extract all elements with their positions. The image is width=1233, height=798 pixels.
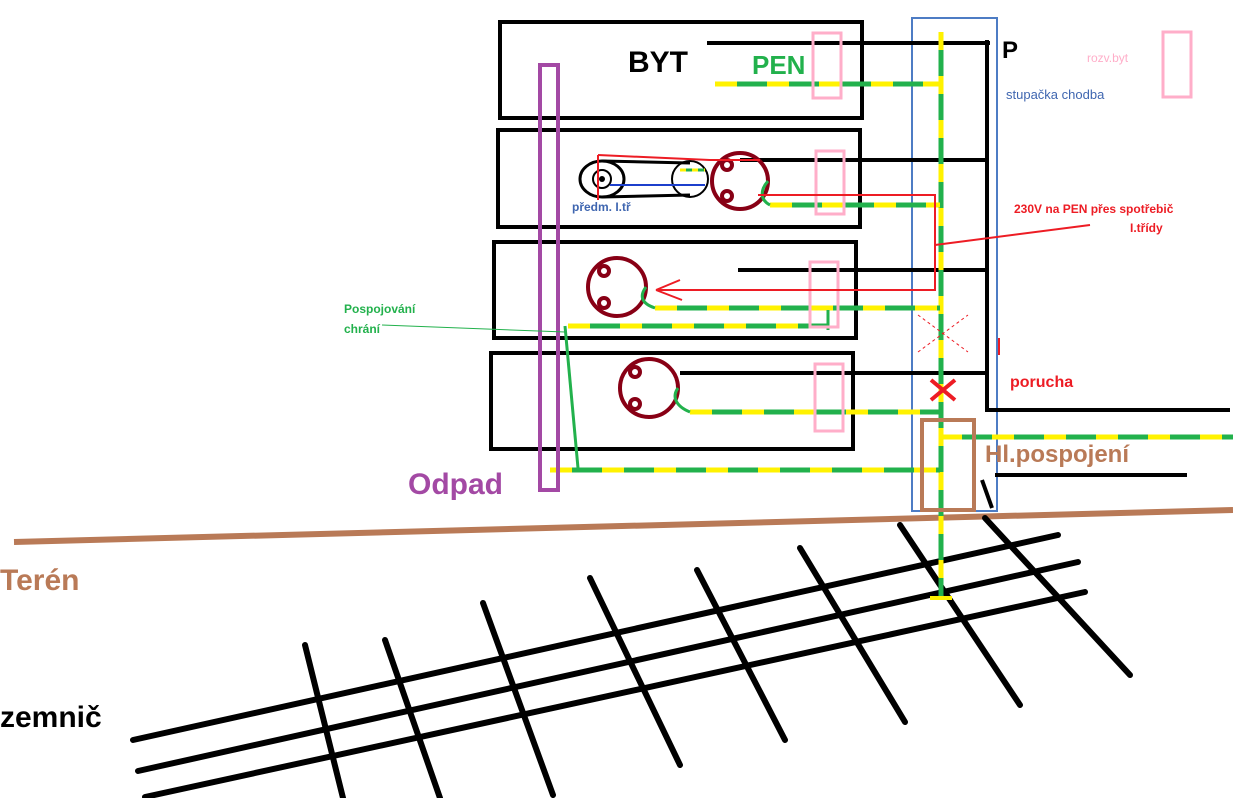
distribution-board-4: [813, 362, 845, 433]
socket-3: [618, 357, 691, 419]
distribution-board-2: [814, 149, 846, 216]
main-bonding-label: Hl.pospojení: [985, 441, 1130, 468]
pen-branches: [550, 81, 1233, 473]
terrain-label: Terén: [0, 564, 79, 597]
apartment-box-4: [489, 351, 855, 451]
fault-cross-faint: [917, 314, 969, 353]
apartment-box-2: [496, 128, 862, 229]
warning-label-line2: I.třídy: [1130, 221, 1163, 235]
apartment-label: BYT: [628, 46, 688, 79]
apartment-box-1: [498, 20, 864, 120]
waste-pipe: [538, 63, 560, 492]
bonding-wire: [563, 310, 830, 469]
phase-p-label: P: [1002, 37, 1018, 64]
distribution-board-3: [808, 260, 840, 329]
distribution-board-legend: [1161, 30, 1193, 99]
terrain-line: [13, 507, 1233, 545]
warning-label-line1: 230V na PEN přes spotřebič: [1014, 202, 1174, 216]
phase-lines: [680, 40, 1230, 509]
waste-pipe-label: Odpad: [408, 468, 503, 501]
fault-current-path: [597, 154, 1091, 301]
earth-electrode-label: zemnič: [0, 701, 102, 734]
distribution-board-1: [811, 31, 843, 100]
fault-x-marker: [929, 378, 957, 402]
main-bonding-bar: [920, 418, 976, 512]
earth-electrode-grid: [130, 515, 1133, 798]
bonding-label-line2: chrání: [344, 322, 381, 336]
socket-2: [586, 256, 656, 318]
distribution-board-legend-label: rozv.byt: [1087, 51, 1129, 65]
fault-label: porucha: [1010, 374, 1073, 391]
distribution-boards: [808, 30, 1193, 433]
riser-label: stupačka chodba: [1006, 87, 1105, 102]
pospojovani-pointer: [381, 324, 566, 333]
pen-label: PEN: [752, 50, 805, 80]
appliance-label: předm. I.tř: [572, 200, 631, 214]
bonding-label-line1: Pospojování: [344, 302, 416, 316]
class1-appliance: [578, 159, 709, 199]
